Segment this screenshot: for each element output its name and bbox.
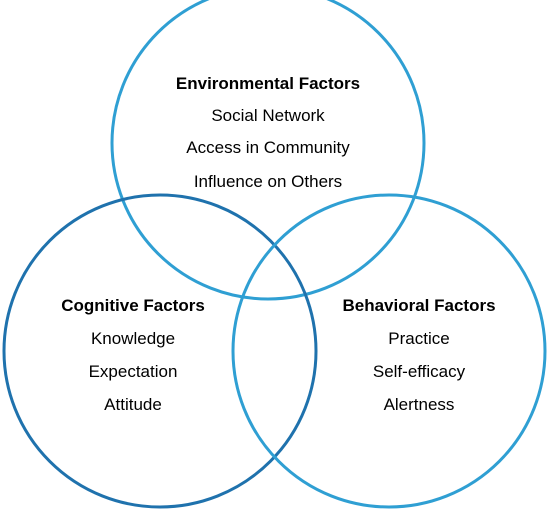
cognitive-item: Attitude: [104, 395, 162, 414]
environmental-item: Access in Community: [186, 138, 350, 157]
environmental-title: Environmental Factors: [176, 74, 360, 93]
environmental-circle: [110, 0, 426, 301]
environmental-item: Influence on Others: [194, 172, 342, 191]
cognitive-title: Cognitive Factors: [61, 296, 205, 315]
behavioral-item: Practice: [388, 329, 449, 348]
environmental-item: Social Network: [211, 106, 325, 125]
behavioral-title: Behavioral Factors: [342, 296, 495, 315]
behavioral-item: Alertness: [384, 395, 455, 414]
cognitive-circle: [2, 193, 318, 509]
behavioral-circle: [231, 193, 547, 509]
cognitive-item: Knowledge: [91, 329, 175, 348]
behavioral-item: Self-efficacy: [373, 362, 466, 381]
cognitive-item: Expectation: [89, 362, 178, 381]
